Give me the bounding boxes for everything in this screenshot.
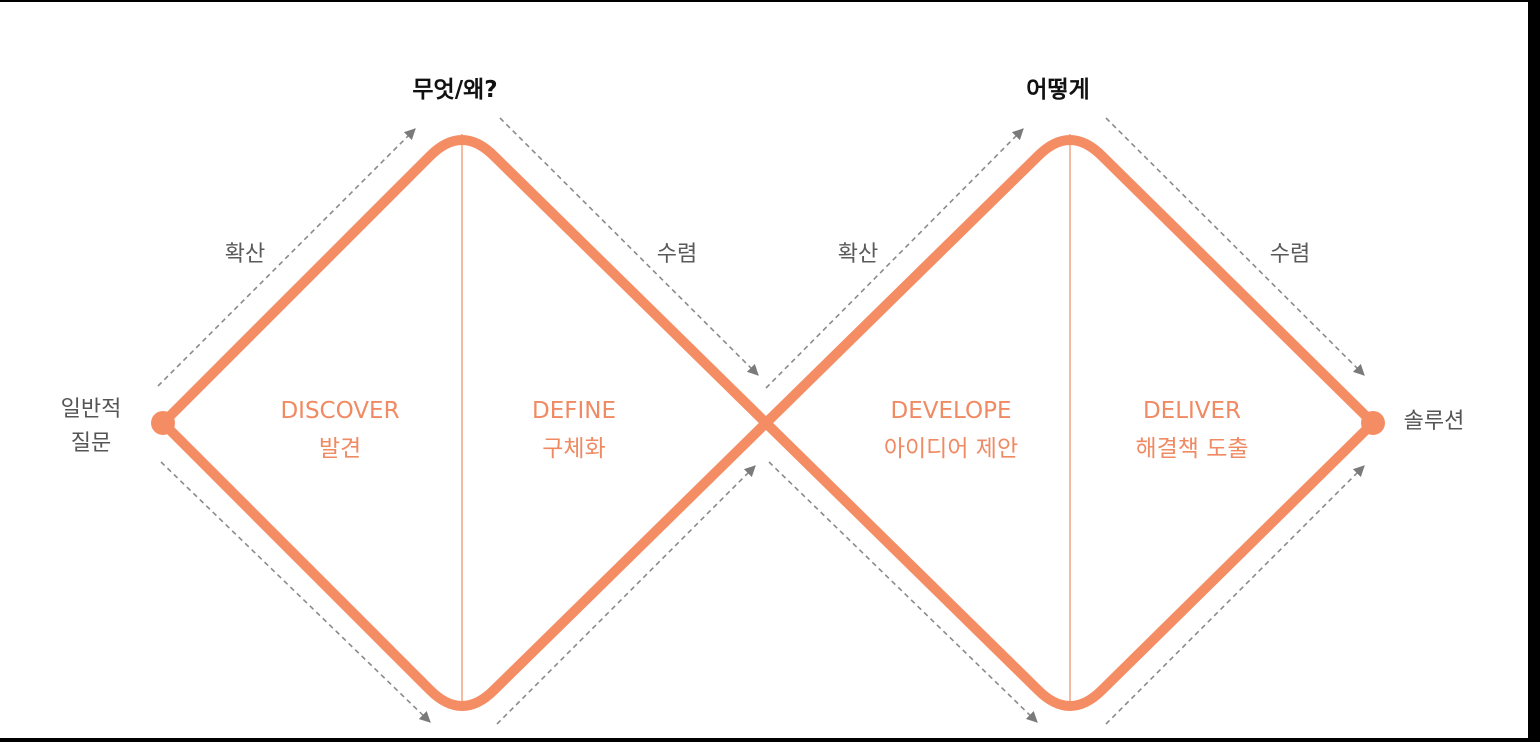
diverge-arrow-upper-2	[765, 128, 1024, 389]
direction-label-diverge-1: 확산	[224, 242, 266, 267]
start-label-line-2: 질문	[70, 431, 112, 456]
phase-subtitle: 구체화	[542, 436, 606, 462]
top-label-how: 어떻게	[1026, 77, 1090, 103]
phase-title: DELIVER	[1142, 398, 1242, 424]
direction-label-converge-1: 수렴	[656, 242, 698, 267]
phase-title: DEFINE	[532, 398, 616, 424]
direction-label-converge-2: 수렴	[1269, 242, 1311, 267]
end-dot	[1361, 411, 1385, 435]
phase-define: DEFINE 구체화	[532, 392, 616, 468]
phase-subtitle: 아이디어 제안	[883, 436, 1019, 462]
start-label-line-1: 일반적	[60, 397, 122, 422]
converge-arrow-lower-2	[1105, 465, 1365, 725]
diverge-arrow-upper-1	[157, 128, 416, 387]
phase-subtitle: 발견	[318, 436, 362, 462]
phase-develope: DEVELOPE 아이디어 제안	[884, 392, 1018, 468]
phase-discover: DISCOVER 발견	[280, 392, 399, 468]
converge-arrow-upper-2	[1105, 117, 1365, 376]
end-label: 솔루션	[1403, 409, 1465, 434]
converge-arrow-lower-1	[496, 465, 756, 725]
phase-subtitle: 해결책 도출	[1135, 436, 1249, 462]
start-dot	[151, 411, 175, 435]
converge-arrow-upper-1	[499, 117, 759, 376]
start-label: 일반적 질문	[61, 393, 122, 461]
top-label-what-why: 무엇/왜?	[412, 77, 498, 103]
direction-label-diverge-2: 확산	[837, 242, 879, 267]
phase-title: DEVELOPE	[890, 398, 1012, 424]
phase-title: DISCOVER	[280, 398, 400, 424]
phase-deliver: DELIVER 해결책 도출	[1135, 392, 1248, 468]
